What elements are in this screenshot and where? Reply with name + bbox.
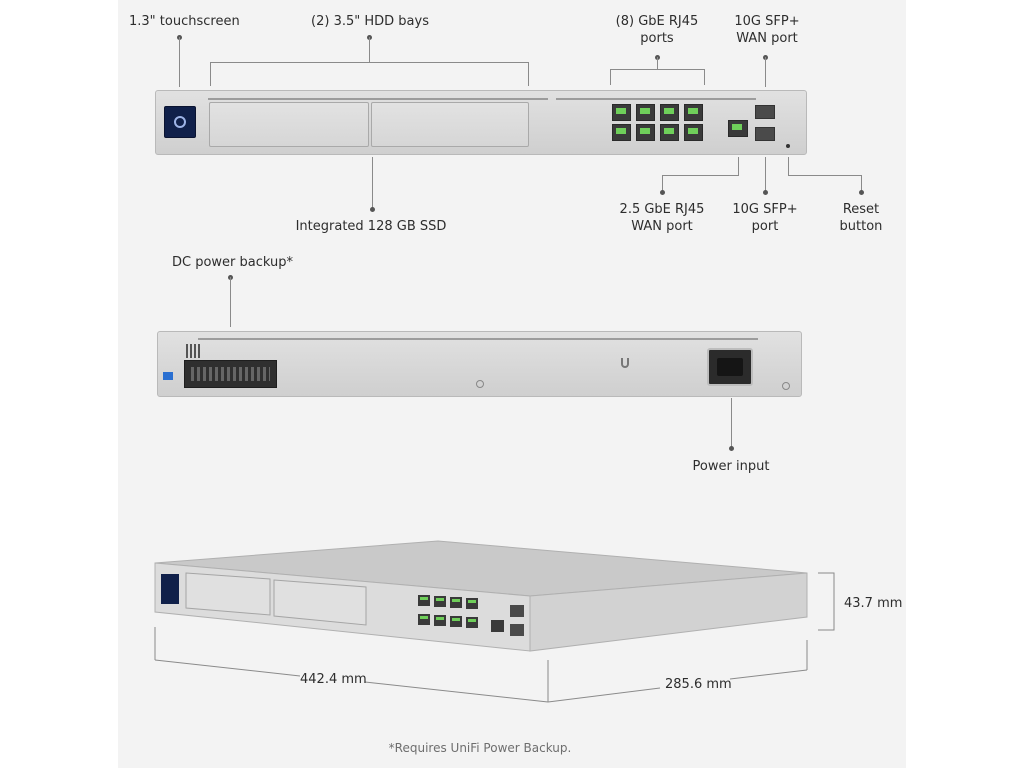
rj45-port (684, 104, 703, 121)
reset-button[interactable] (786, 144, 790, 148)
label-dc-backup: DC power backup* (172, 255, 294, 270)
label-gbe-ports-2: ports (640, 31, 674, 46)
callout-line (788, 157, 789, 175)
screw-icon (476, 380, 484, 388)
bracket-line (704, 69, 705, 85)
wan-rj45-port (728, 120, 748, 137)
hdd-bay-1[interactable] (209, 102, 369, 147)
rj45-port (612, 124, 631, 141)
callout-line (861, 175, 862, 192)
label-width: 442.4 mm (300, 672, 367, 687)
label-wan25-2: WAN port (631, 219, 693, 234)
bracket-line (610, 69, 705, 70)
callout-line (230, 277, 231, 327)
sfp-port (510, 624, 524, 636)
rj45-port (660, 124, 679, 141)
label-wan25-1: 2.5 GbE RJ45 (619, 202, 705, 217)
inlet-socket (717, 358, 743, 376)
sfp-wan-port (755, 105, 775, 119)
connector-pins (191, 367, 270, 381)
rj45-port (636, 124, 655, 141)
label-sfp-port-1: 10G SFP+ (732, 202, 798, 217)
callout-line (179, 37, 180, 87)
vent-slot (198, 338, 758, 340)
callout-line (372, 157, 373, 209)
callout-dot (660, 190, 665, 195)
callout-line (731, 398, 732, 448)
label-sfp-wan-2: WAN port (736, 31, 798, 46)
touchscreen (164, 106, 196, 138)
callout-dot (763, 190, 768, 195)
callout-dot (729, 446, 734, 451)
rj45-ports (418, 595, 478, 628)
callout-line (662, 175, 663, 192)
chassis-side (529, 572, 808, 652)
label-reset-1: Reset (842, 202, 880, 217)
callout-line (657, 57, 658, 69)
label-depth: 285.6 mm (665, 677, 732, 692)
rj45-port (660, 104, 679, 121)
callout-dot (370, 207, 375, 212)
rj45-port (684, 124, 703, 141)
touchscreen (161, 574, 179, 604)
callout-line (765, 157, 766, 193)
label-power-input: Power input (692, 459, 770, 474)
callout-line (788, 175, 862, 176)
dimension-lines (154, 572, 835, 703)
vent-slot (556, 98, 756, 100)
sfp-port (755, 127, 775, 141)
label-gbe-ports-1: (8) GbE RJ45 (615, 14, 699, 29)
callout-dot (859, 190, 864, 195)
label-height: 43.7 mm (844, 596, 903, 611)
label-sfp-port-2: port (751, 219, 779, 234)
hdd-bay-1 (185, 572, 271, 616)
callout-line (662, 175, 739, 176)
ac-power-inlet (707, 348, 753, 386)
rj45-port (612, 104, 631, 121)
dc-power-connector (184, 360, 277, 388)
bracket-line (610, 69, 611, 85)
port-leds (420, 597, 476, 622)
bracket-line (210, 62, 529, 63)
arrow-icon (163, 372, 173, 380)
bracket-line (210, 62, 211, 86)
rj45-port (636, 104, 655, 121)
screw-icon (782, 382, 790, 390)
callout-line (369, 37, 370, 62)
label-ssd: Integrated 128 GB SSD (295, 219, 447, 234)
ubiquiti-logo-icon (174, 116, 186, 128)
ubiquiti-logo-icon (621, 358, 629, 368)
label-hdd-bays: (2) 3.5" HDD bays (311, 14, 429, 29)
hdd-bay-2[interactable] (371, 102, 529, 147)
callout-line (765, 57, 766, 87)
footnote: *Requires UniFi Power Backup. (388, 741, 572, 755)
label-sfp-wan-1: 10G SFP+ (734, 14, 800, 29)
qr-code-icon (186, 344, 200, 358)
wan-rj45-port (491, 620, 504, 632)
callout-line (738, 157, 739, 175)
label-touchscreen: 1.3" touchscreen (129, 14, 240, 29)
hdd-bay-2 (273, 579, 367, 626)
label-reset-2: button (839, 219, 883, 234)
sfp-wan-port (510, 605, 524, 617)
bracket-line (528, 62, 529, 86)
vent-slot (208, 98, 548, 100)
